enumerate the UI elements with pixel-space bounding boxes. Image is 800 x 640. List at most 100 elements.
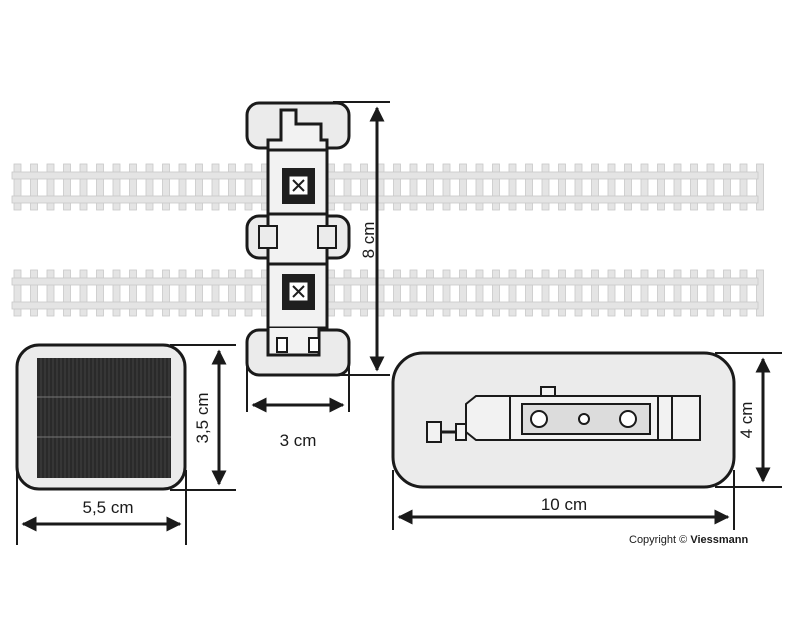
track-sleeper bbox=[129, 163, 137, 211]
track-upper bbox=[11, 163, 764, 211]
track-sleeper bbox=[343, 163, 352, 211]
sensor-window-lower bbox=[282, 274, 315, 310]
track-sleeper bbox=[756, 269, 764, 317]
track-rail bbox=[11, 301, 759, 310]
track-sleeper bbox=[574, 269, 583, 317]
track-sleeper bbox=[129, 269, 137, 317]
track-sleeper bbox=[739, 163, 748, 211]
dimension-4cm: 4 cm bbox=[715, 352, 782, 488]
track-sleeper bbox=[145, 269, 154, 317]
track-lower bbox=[11, 269, 764, 317]
track-sleeper bbox=[162, 269, 170, 317]
track-sleeper bbox=[690, 163, 698, 211]
track-sleeper bbox=[195, 269, 203, 317]
track-sleeper bbox=[426, 269, 434, 317]
track-sleeper bbox=[673, 163, 682, 211]
track-sleeper bbox=[475, 269, 484, 317]
track-sleeper bbox=[640, 269, 649, 317]
track-sleeper bbox=[756, 163, 764, 211]
track-sleeper bbox=[112, 269, 121, 317]
track-sleeper bbox=[442, 269, 451, 317]
track-sleeper bbox=[706, 163, 715, 211]
solar-panel-height-label: 3,5 cm bbox=[193, 392, 212, 443]
track-sleeper bbox=[244, 163, 253, 211]
track-sleeper bbox=[459, 163, 467, 211]
dimension-5-5cm: 5,5 cm bbox=[16, 470, 187, 545]
track-sleeper bbox=[690, 269, 698, 317]
track-unit-width-label: 3 cm bbox=[280, 431, 317, 450]
track-sleeper bbox=[211, 269, 220, 317]
dimension-10cm: 10 cm bbox=[392, 470, 735, 530]
control-box-height-label: 4 cm bbox=[737, 402, 756, 439]
copyright-symbol: © bbox=[679, 534, 688, 546]
sensor-window-upper bbox=[282, 168, 315, 204]
track-sleeper bbox=[739, 269, 748, 317]
track-rail bbox=[11, 171, 759, 180]
dimension-3cm: 3 cm bbox=[246, 338, 350, 450]
track-sleeper bbox=[541, 163, 550, 211]
track-sleeper bbox=[162, 163, 170, 211]
track-sleeper bbox=[657, 163, 665, 211]
track-sleeper bbox=[63, 163, 71, 211]
track-sleeper bbox=[228, 163, 236, 211]
track-sleeper bbox=[657, 269, 665, 317]
copyright-notice: Copyright © Viessmann bbox=[629, 534, 748, 546]
track-sleeper bbox=[79, 163, 88, 211]
track-sleeper bbox=[96, 269, 104, 317]
switch-mechanism bbox=[426, 386, 701, 443]
track-sleeper bbox=[541, 269, 550, 317]
dimension-8cm: 8 cm bbox=[333, 101, 390, 376]
track-sleeper bbox=[558, 269, 566, 317]
track-unit-device bbox=[245, 101, 351, 377]
track-unit-length-label: 8 cm bbox=[359, 222, 378, 259]
track-sleeper bbox=[723, 269, 731, 317]
track-rail bbox=[11, 277, 759, 286]
brand-logo: Viessmann bbox=[690, 534, 749, 546]
copyright-prefix: Copyright bbox=[629, 534, 677, 546]
track-sleeper bbox=[607, 269, 616, 317]
track-sleeper bbox=[244, 269, 253, 317]
track-sleeper bbox=[409, 163, 418, 211]
track-sleeper bbox=[211, 163, 220, 211]
track-sleeper bbox=[195, 163, 203, 211]
track-sleeper bbox=[591, 269, 599, 317]
control-box bbox=[391, 351, 736, 489]
track-sleeper bbox=[228, 269, 236, 317]
track-sleeper bbox=[673, 269, 682, 317]
track-sleeper bbox=[492, 163, 500, 211]
track-rail bbox=[11, 195, 759, 204]
track-sleeper bbox=[706, 269, 715, 317]
solar-panel bbox=[15, 343, 187, 491]
track-sleeper bbox=[343, 269, 352, 317]
track-sleeper bbox=[475, 163, 484, 211]
track-sleeper bbox=[360, 269, 368, 317]
track-sleeper bbox=[178, 163, 187, 211]
solar-panel-width-label: 5,5 cm bbox=[82, 498, 133, 517]
track-sleeper bbox=[459, 269, 467, 317]
track-sleeper bbox=[46, 163, 55, 211]
track-sleeper bbox=[426, 163, 434, 211]
track-sleeper bbox=[508, 163, 517, 211]
track-sleeper bbox=[46, 269, 55, 317]
track-sleeper bbox=[112, 163, 121, 211]
track-sleeper bbox=[79, 269, 88, 317]
track-sleeper bbox=[640, 163, 649, 211]
control-box-width-label: 10 cm bbox=[541, 495, 587, 514]
track-sleeper bbox=[492, 269, 500, 317]
track-sleeper bbox=[442, 163, 451, 211]
track-sleeper bbox=[145, 163, 154, 211]
track-sleeper bbox=[178, 269, 187, 317]
track-sleeper bbox=[393, 163, 401, 211]
track-sleeper bbox=[624, 269, 632, 317]
track-sleeper bbox=[723, 163, 731, 211]
track-sleeper bbox=[574, 163, 583, 211]
track-sleeper bbox=[508, 269, 517, 317]
track-sleeper bbox=[96, 163, 104, 211]
track-sleeper bbox=[409, 269, 418, 317]
track-sleeper bbox=[13, 163, 22, 211]
track-sleeper bbox=[558, 163, 566, 211]
track-sleeper bbox=[525, 269, 533, 317]
track-sleeper bbox=[393, 269, 401, 317]
track-sleeper bbox=[30, 163, 38, 211]
